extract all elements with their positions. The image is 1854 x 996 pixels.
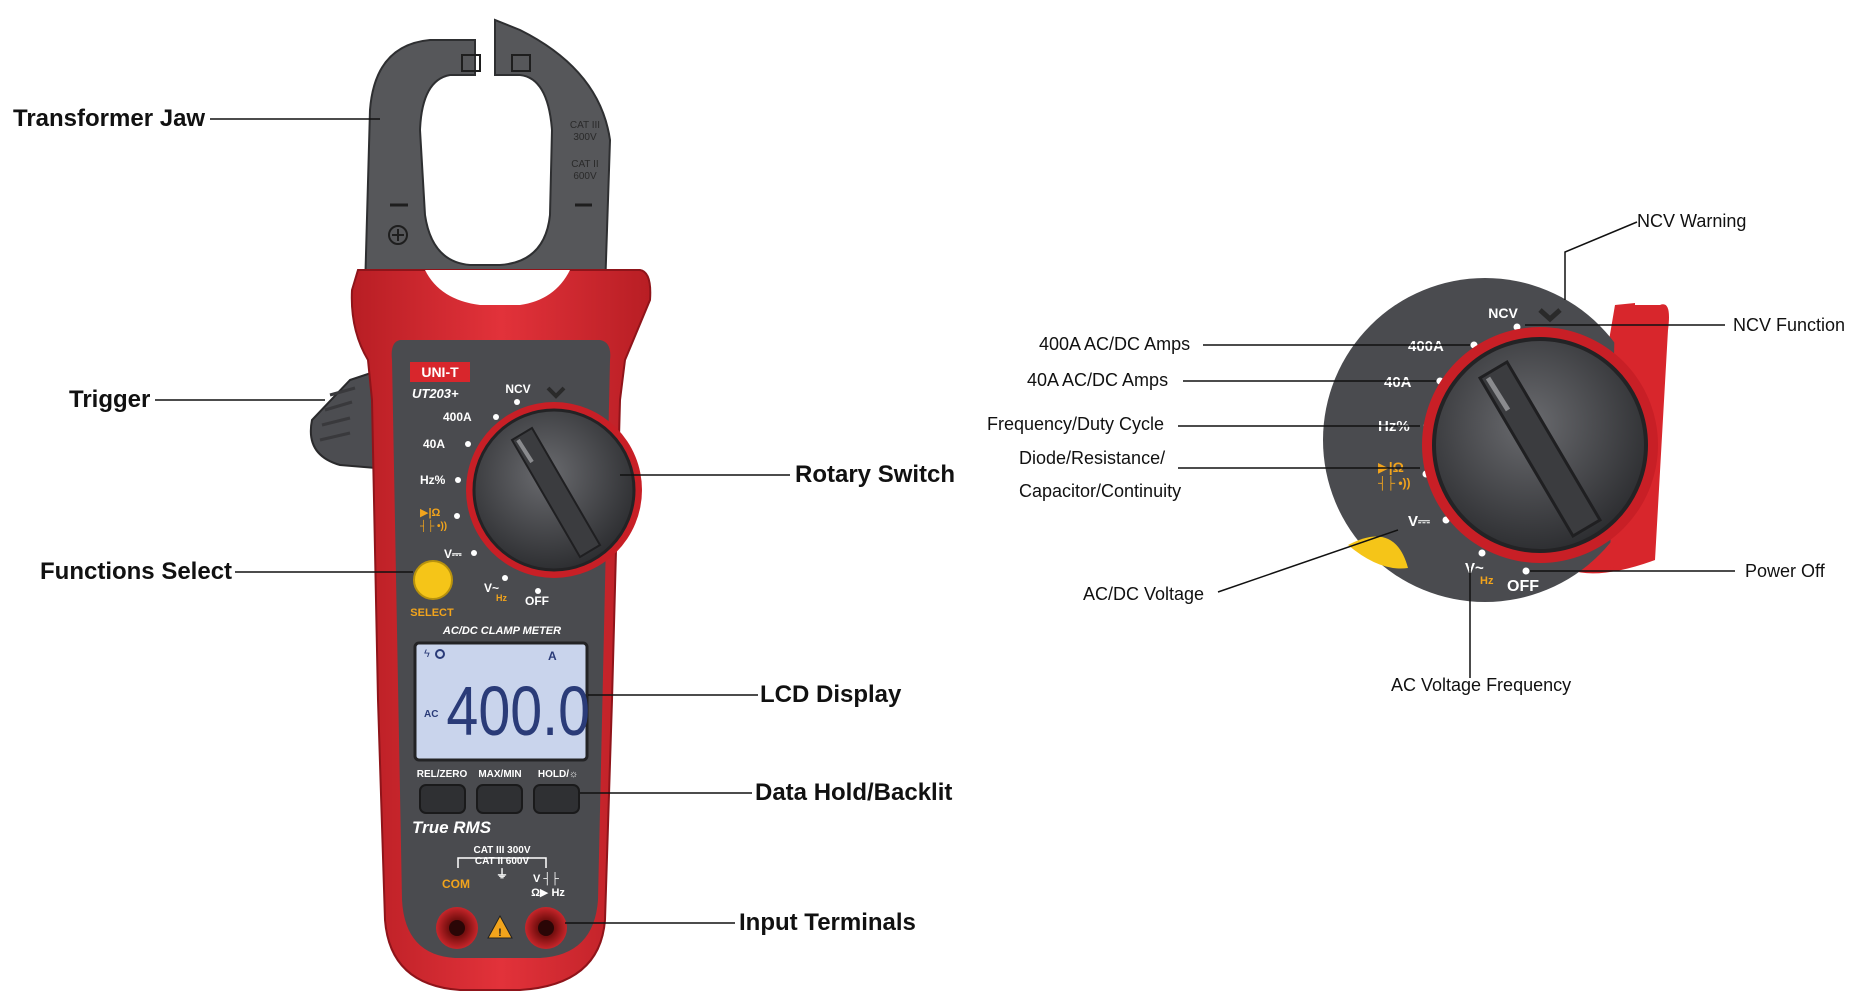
- label-diode: ▶|Ω: [420, 507, 441, 519]
- callout-diode-line2: Capacitor/Continuity: [1019, 481, 1182, 501]
- ground-icon: ⏚: [496, 867, 508, 881]
- callout-power-off: Power Off: [1745, 561, 1825, 581]
- plus-icon: [388, 225, 408, 245]
- callout-ncv-warning: NCV Warning: [1637, 211, 1747, 231]
- term-v-label: V ┤├: [533, 871, 559, 886]
- brand-logo: UNI-T: [421, 364, 459, 380]
- label-ncv: NCV: [505, 382, 530, 396]
- true-rms-label: True RMS: [412, 818, 492, 837]
- callout-input-terminals: Input Terminals: [739, 909, 916, 936]
- zoom-label-v: V⎓: [1408, 513, 1430, 530]
- jaw-cat-a: CAT III: [570, 120, 600, 131]
- jaw-cat-b-v: 600V: [573, 171, 597, 182]
- zoom-label-cap: ┤├ •)): [1378, 476, 1411, 491]
- label-vhz: V~: [484, 581, 499, 595]
- term-ohm-label: Ω▶ Hz: [531, 887, 565, 899]
- callout-data-hold-backlit: Data Hold/Backlit: [755, 779, 953, 806]
- callout-acdc-voltage: AC/DC Voltage: [1083, 584, 1205, 604]
- com-label: COM: [442, 877, 470, 891]
- lcd-reading: 400.0: [446, 672, 590, 751]
- zoom-label-40a: 40A: [1384, 374, 1412, 391]
- rel-zero-button[interactable]: [419, 784, 466, 814]
- transformer-jaw: [363, 18, 612, 291]
- model-number: UT203+: [412, 386, 459, 401]
- lcd-mode: AC: [424, 709, 438, 720]
- zoom-label-vhz-sub: Hz: [1480, 575, 1494, 587]
- callout-rotary-switch: Rotary Switch: [795, 461, 956, 488]
- select-button[interactable]: [413, 560, 453, 600]
- meter-subtitle: AC/DC CLAMP METER: [442, 625, 561, 637]
- callout-transformer-jaw: Transformer Jaw: [13, 105, 206, 132]
- left-callout-lines: [155, 118, 790, 924]
- callout-freq-duty: Frequency/Duty Cycle: [987, 414, 1165, 434]
- callout-diode-line1: Diode/Resistance/: [1019, 448, 1166, 468]
- right-callout-lines: [1178, 221, 1735, 678]
- cat-line1: CAT III 300V: [473, 845, 530, 856]
- label-hz: Hz%: [420, 473, 446, 487]
- svg-text:!: !: [498, 927, 502, 939]
- label-400a: 400A: [443, 410, 472, 424]
- zoom-label-diode: ▶|Ω: [1378, 459, 1404, 475]
- hold-backlit-button[interactable]: [533, 784, 580, 814]
- callout-40a: 40A AC/DC Amps: [1027, 370, 1169, 390]
- label-v: V⎓: [444, 547, 462, 561]
- warning-icon: [487, 914, 513, 939]
- label-cap: ┤├ •)): [419, 519, 447, 533]
- callout-trigger: Trigger: [69, 386, 151, 413]
- lcd-display: ϟ A AC 400.0: [413, 641, 590, 762]
- ncv-warning-icon: [546, 386, 566, 399]
- select-label: SELECT: [410, 607, 454, 619]
- callout-400a: 400A AC/DC Amps: [1039, 334, 1191, 354]
- jaw-cat-a-v: 300V: [573, 132, 597, 143]
- label-40a: 40A: [423, 437, 445, 451]
- lcd-unit: A: [548, 649, 557, 663]
- zoom-label-off: OFF: [1507, 578, 1539, 595]
- zoom-label-400a: 400A: [1408, 338, 1444, 355]
- zoom-label-ncv: NCV: [1488, 305, 1518, 321]
- clamp-meter: CAT III 300V CAT II 600V UNI-T UT203+ NC…: [309, 18, 652, 991]
- zoom-ncv-warning-icon: [1538, 308, 1562, 323]
- cat-line2: CAT II 600V: [475, 856, 530, 867]
- brand-badge: [410, 362, 470, 382]
- dial-closeup: NCV 400A 40A Hz% ▶|Ω ┤├ •)) V⎓ V~ Hz OFF: [1323, 278, 1669, 602]
- callout-functions-select: Functions Select: [40, 558, 233, 585]
- callout-lcd-display: LCD Display: [760, 681, 902, 708]
- lcd-flash-icon: ϟ: [424, 648, 430, 660]
- btn-hold-label: HOLD/☼: [538, 769, 578, 780]
- max-min-button[interactable]: [476, 784, 523, 814]
- btn-max-label: MAX/MIN: [478, 769, 521, 780]
- callout-ncv-function: NCV Function: [1733, 315, 1846, 335]
- jaw-cat-b: CAT II: [571, 159, 598, 170]
- btn-rel-label: REL/ZERO: [417, 769, 468, 780]
- callout-ac-voltage-frequency: AC Voltage Frequency: [1391, 675, 1572, 695]
- label-vhz-sub: Hz: [496, 593, 507, 603]
- label-off: OFF: [525, 594, 549, 608]
- zoom-rotary-switch[interactable]: [1422, 327, 1658, 563]
- rotary-switch[interactable]: [466, 402, 642, 578]
